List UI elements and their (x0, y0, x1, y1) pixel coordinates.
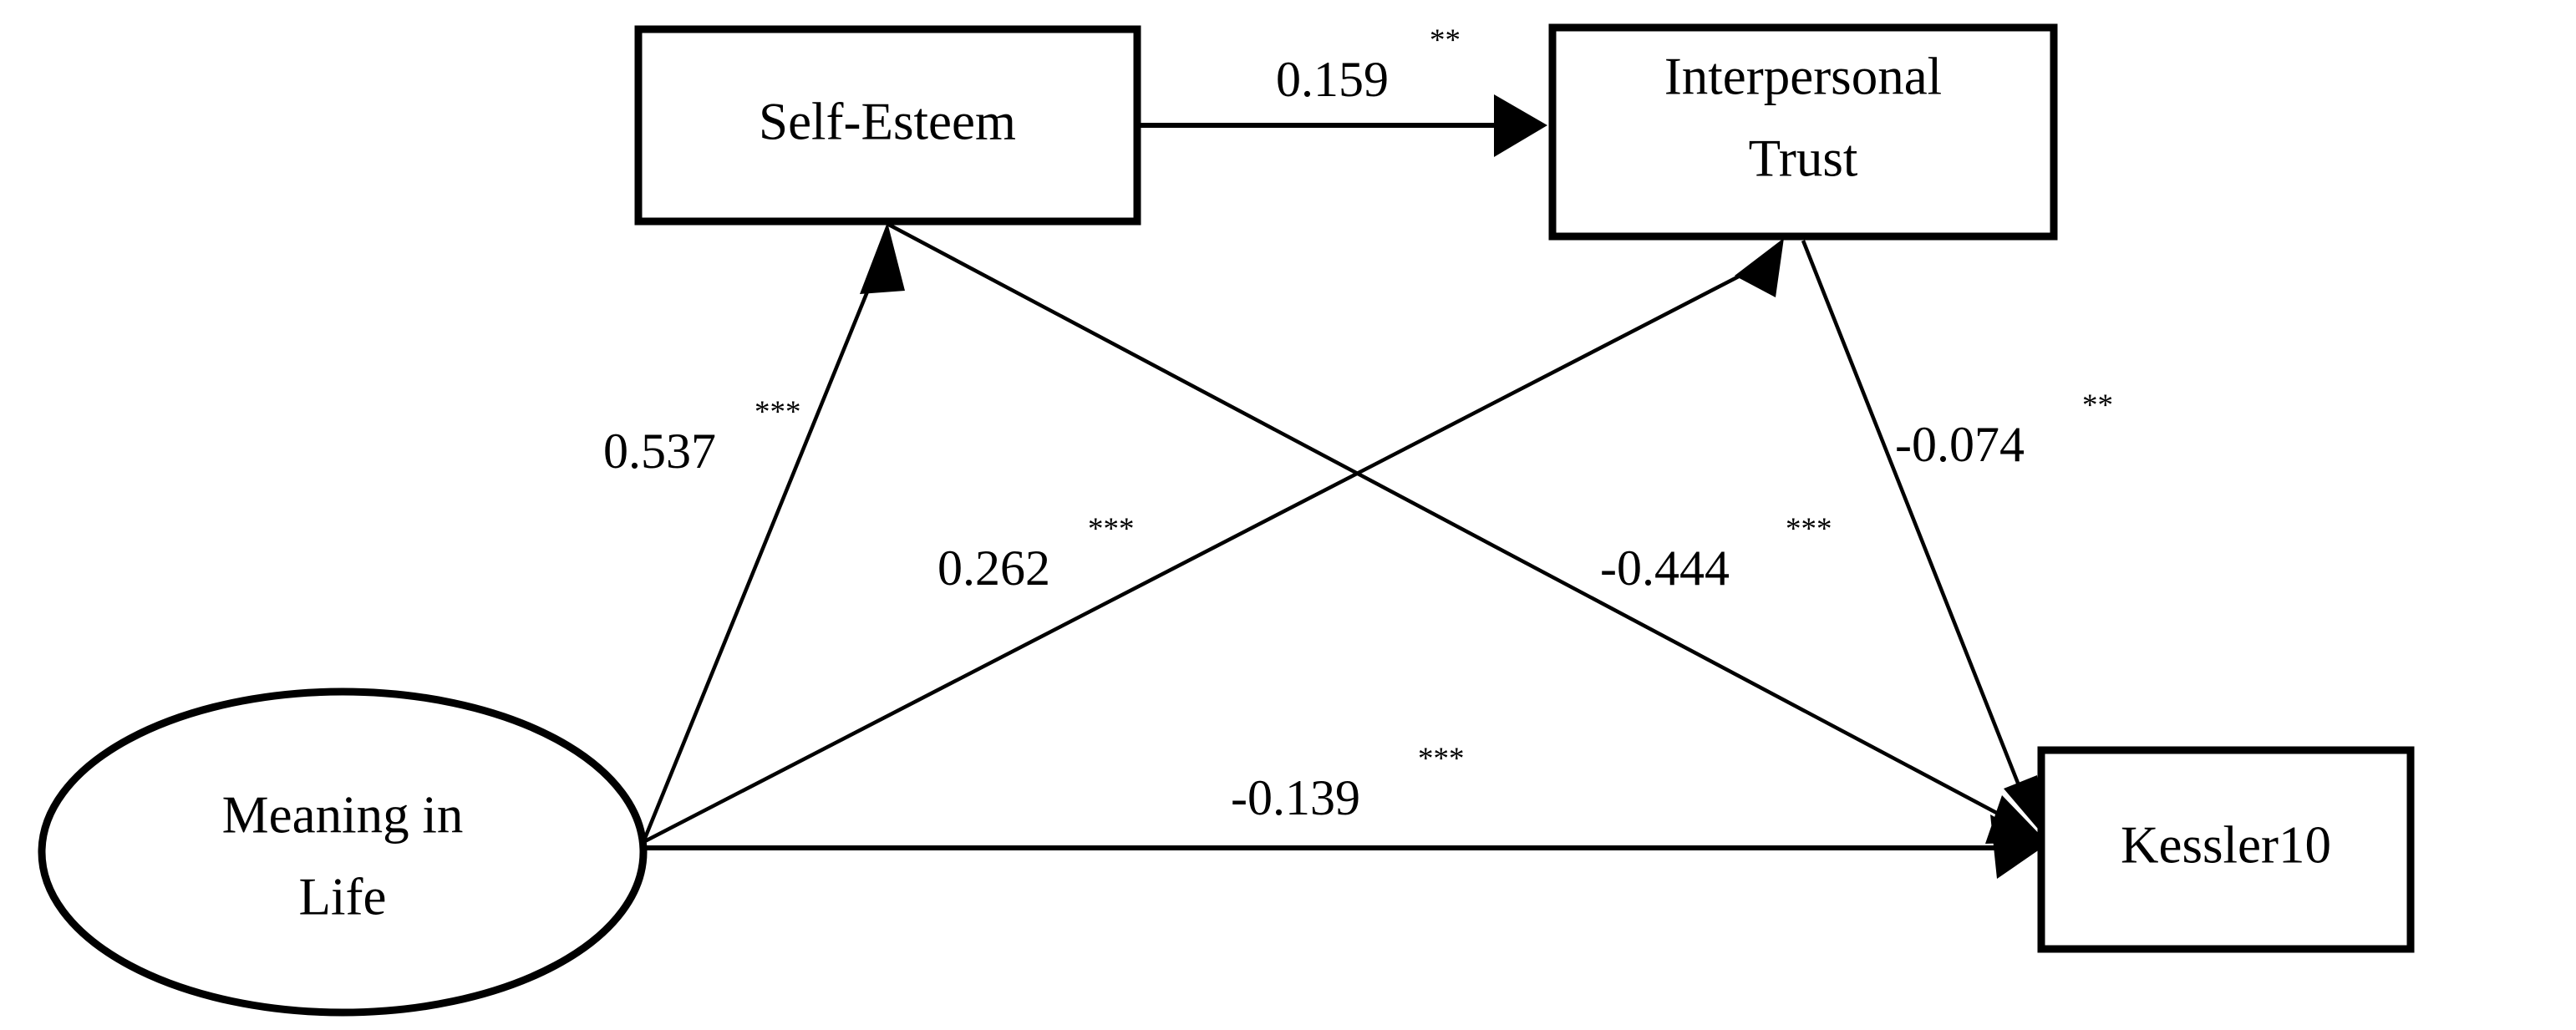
node-kessler10-label: Kessler10 (2121, 815, 2331, 874)
coef-stars-0159: ** (1430, 23, 1461, 58)
node-kessler10[interactable]: Kessler10 (2037, 746, 2415, 953)
node-meaning-in-life-label-line1: Meaning in (222, 785, 464, 844)
arrowhead-mil-it (1735, 238, 1784, 297)
edge-interpersonal-trust-to-kessler10 (1801, 240, 2047, 840)
coef-label-meaning-in-life-to-interpersonal-trust: 0.262 *** (937, 512, 1135, 596)
coef-label-self-esteem-to-interpersonal-trust: 0.159 ** (1276, 23, 1461, 107)
coef-stars-0262: *** (1088, 512, 1135, 546)
edge-line-it-k10 (1801, 240, 2028, 803)
node-kessler10-box[interactable] (2037, 746, 2415, 953)
edge-meaning-in-life-to-self-esteem (641, 222, 905, 843)
coef-label-interpersonal-trust-to-kessler10: -0.074 ** (1895, 388, 2113, 472)
coef-label-meaning-in-life-to-self-esteem: 0.537 *** (603, 395, 801, 479)
arrowhead-it-k10 (2004, 775, 2047, 840)
arrowhead-mil-se (860, 222, 905, 294)
coef-stars-0537: *** (755, 395, 801, 429)
coef-stars-m0074: ** (2082, 388, 2113, 423)
node-meaning-in-life[interactable]: Meaning in Life (38, 688, 648, 1017)
edge-self-esteem-to-interpersonal-trust (1141, 94, 1547, 157)
node-interpersonal-trust[interactable]: Interpersonal Trust (1548, 23, 2058, 241)
coef-value-0537: 0.537 (603, 424, 716, 479)
edge-line-se-k10 (886, 222, 2017, 825)
arrowhead-se-k10 (1985, 795, 2047, 844)
edge-line-mil-it (642, 264, 1761, 844)
coef-value-m0074: -0.074 (1895, 417, 2025, 472)
coef-label-meaning-in-life-to-kessler10: -0.139 *** (1231, 742, 1465, 825)
node-interpersonal-trust-label-line1: Interpersonal (1664, 47, 1942, 105)
edge-meaning-in-life-to-interpersonal-trust (642, 238, 1784, 844)
edge-line-mil-se (641, 250, 887, 843)
coef-value-m0444: -0.444 (1600, 540, 1730, 596)
coef-value-0262: 0.262 (937, 540, 1050, 596)
node-self-esteem-label: Self-Esteem (759, 92, 1016, 150)
coef-stars-m0444: *** (1786, 512, 1832, 546)
node-meaning-in-life-label-line2: Life (299, 867, 387, 926)
coef-value-0159: 0.159 (1276, 52, 1389, 107)
arrowhead-se-it (1494, 94, 1547, 157)
node-interpersonal-trust-box[interactable] (1548, 23, 2058, 241)
coef-label-self-esteem-to-kessler10: -0.444 *** (1600, 512, 1832, 596)
coef-stars-m0139: *** (1418, 742, 1465, 776)
coef-value-m0139: -0.139 (1231, 770, 1360, 825)
node-interpersonal-trust-label-line2: Trust (1749, 129, 1858, 187)
node-self-esteem-box[interactable] (634, 25, 1141, 226)
node-meaning-in-life-ellipse[interactable] (38, 688, 648, 1017)
edge-self-esteem-to-kessler10 (886, 222, 2047, 844)
node-self-esteem[interactable]: Self-Esteem (634, 25, 1141, 226)
